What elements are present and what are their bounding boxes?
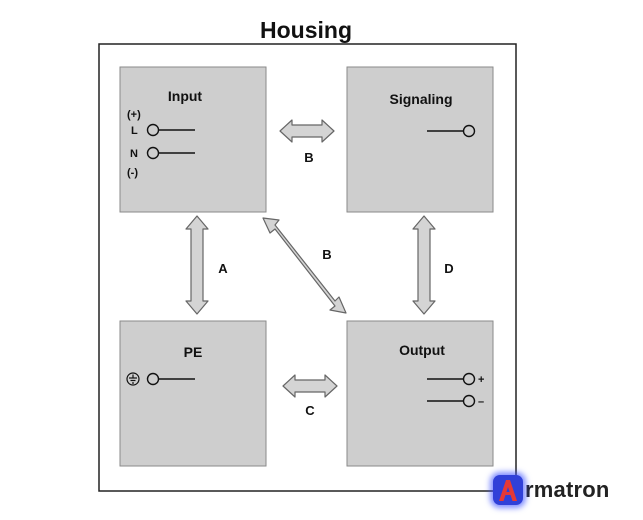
label-input-output: B	[322, 247, 331, 262]
input-plus-label: (+)	[127, 109, 141, 121]
housing-title: Housing	[260, 17, 352, 43]
ground-icon	[126, 372, 140, 386]
arrow-pe-output	[282, 374, 338, 398]
output-minus-terminal	[462, 394, 476, 408]
arrow-input-pe	[185, 215, 209, 315]
label-pe-output: C	[305, 403, 315, 418]
input-n-terminal	[146, 146, 160, 160]
pe-block: PE	[119, 320, 267, 467]
output-plus-terminal	[462, 372, 476, 386]
input-minus-label: (-)	[127, 167, 138, 179]
input-l-label: L	[131, 125, 138, 137]
output-minus-label: –	[478, 396, 484, 408]
logo-mark-icon	[493, 475, 523, 505]
output-title: Output	[399, 342, 445, 358]
logo-wordmark: rmatron	[525, 477, 610, 502]
label-signaling-output: D	[444, 261, 453, 276]
signaling-title: Signaling	[390, 91, 453, 107]
input-n-label: N	[130, 148, 138, 160]
arrow-input-signaling	[279, 119, 335, 143]
input-title: Input	[168, 88, 203, 104]
input-block: Input (+) L N (-)	[119, 66, 267, 213]
label-input-pe: A	[218, 261, 228, 276]
signaling-terminal	[462, 124, 476, 138]
arrow-input-output	[262, 217, 347, 314]
arrow-signaling-output	[412, 215, 436, 315]
pe-terminal	[146, 372, 160, 386]
output-plus-label: +	[478, 374, 484, 386]
output-block: Output + –	[346, 320, 494, 467]
signaling-block: Signaling	[346, 66, 494, 213]
housing-border	[98, 43, 517, 492]
pe-title: PE	[184, 344, 203, 360]
brand-logo: rmatron	[493, 473, 610, 507]
label-input-signaling: B	[304, 150, 313, 165]
input-l-terminal	[146, 123, 160, 137]
